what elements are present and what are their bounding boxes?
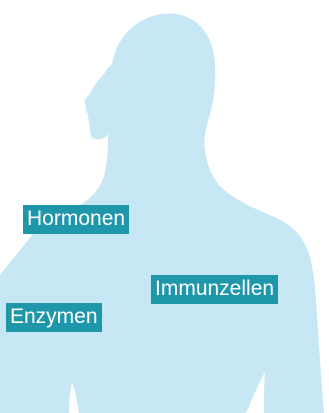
label-immunzellen: Immunzellen (151, 275, 278, 304)
label-hormonen: Hormonen (23, 205, 129, 234)
label-enzymen: Enzymen (6, 303, 102, 332)
